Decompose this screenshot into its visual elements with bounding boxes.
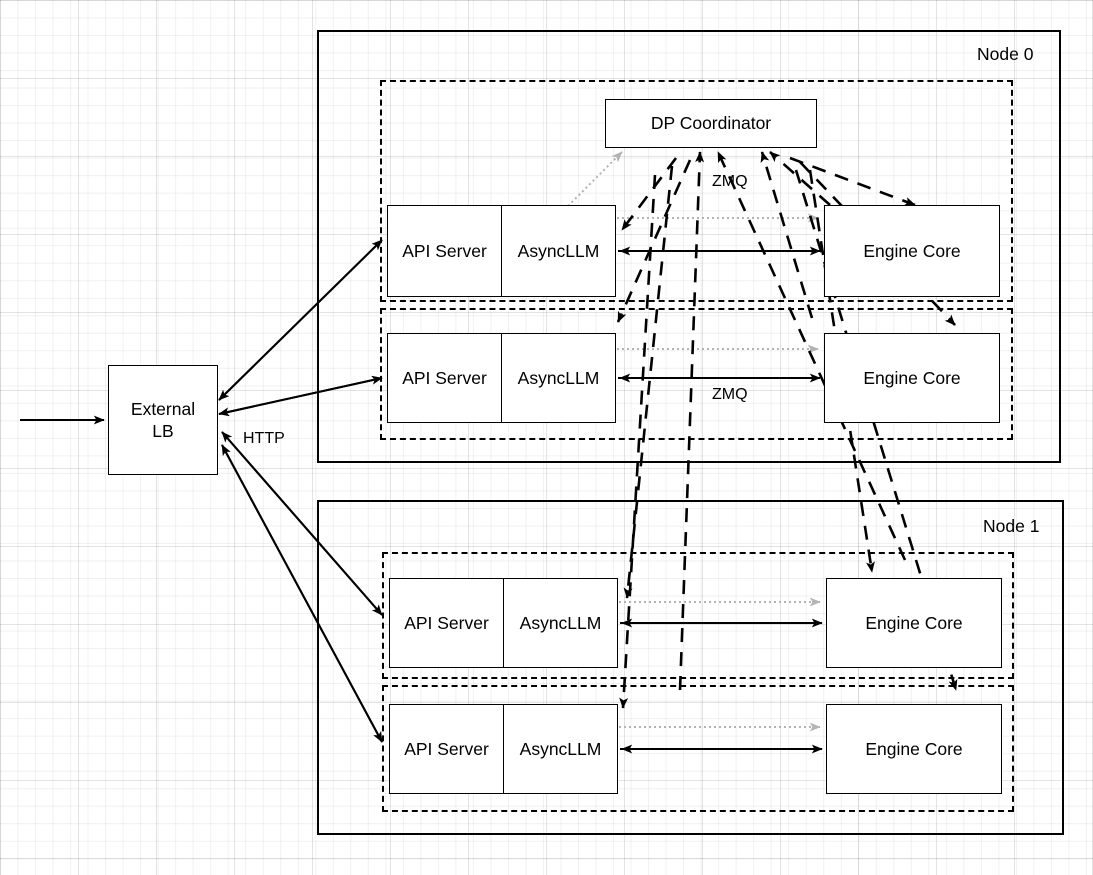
node-1-row-1-api-asyncllm[interactable]: API Server AsyncLLM <box>389 704 618 794</box>
asyncllm-cell[interactable]: AsyncLLM <box>517 240 600 261</box>
node-0-row-1-group <box>380 308 1013 440</box>
engine-core-label: Engine Core <box>863 240 961 261</box>
api-server-cell[interactable]: API Server <box>390 579 504 667</box>
node-0-row-1-api-asyncllm[interactable]: API Server AsyncLLM <box>387 333 616 423</box>
external-lb-line1: External <box>130 398 196 419</box>
zmq-label-mid: ZMQ <box>712 386 748 403</box>
api-server-cell[interactable]: API Server <box>390 705 504 793</box>
node-0-row-1-engine-core[interactable]: Engine Core <box>824 333 1000 423</box>
node-1-row-0-group <box>382 552 1014 679</box>
http-label: HTTP <box>243 430 285 447</box>
node-0-container <box>317 30 1061 463</box>
node-0-row-0-engine-core[interactable]: Engine Core <box>824 205 1000 297</box>
node-0-label: Node 0 <box>977 44 1034 64</box>
zmq-label-top: ZMQ <box>712 173 748 190</box>
node-1-row-0-engine-core[interactable]: Engine Core <box>826 578 1002 668</box>
engine-core-label: Engine Core <box>863 367 961 388</box>
node-0-row-0-api-asyncllm[interactable]: API Server AsyncLLM <box>387 205 616 297</box>
engine-core-label: Engine Core <box>865 612 963 633</box>
api-server-cell[interactable]: API Server <box>388 334 502 422</box>
node-1-label: Node 1 <box>983 516 1040 536</box>
external-lb-line2: LB <box>152 421 174 441</box>
asyncllm-cell[interactable]: AsyncLLM <box>519 612 602 633</box>
node-1-row-1-group <box>382 685 1014 812</box>
dp-coordinator-label: DP Coordinator <box>650 113 772 133</box>
node-1-row-0-api-asyncllm[interactable]: API Server AsyncLLM <box>389 578 618 668</box>
dp-coordinator-box[interactable]: DP Coordinator <box>605 99 817 148</box>
engine-core-label: Engine Core <box>865 738 963 759</box>
asyncllm-cell[interactable]: AsyncLLM <box>519 738 602 759</box>
node-0-row-0-group <box>380 80 1013 302</box>
asyncllm-cell[interactable]: AsyncLLM <box>517 367 600 388</box>
node-1-row-1-engine-core[interactable]: Engine Core <box>826 704 1002 794</box>
external-lb-box[interactable]: External LB <box>108 365 218 475</box>
api-server-cell[interactable]: API Server <box>388 206 502 296</box>
node-1-container <box>317 500 1064 835</box>
external-lb-text: External LB <box>131 398 195 443</box>
